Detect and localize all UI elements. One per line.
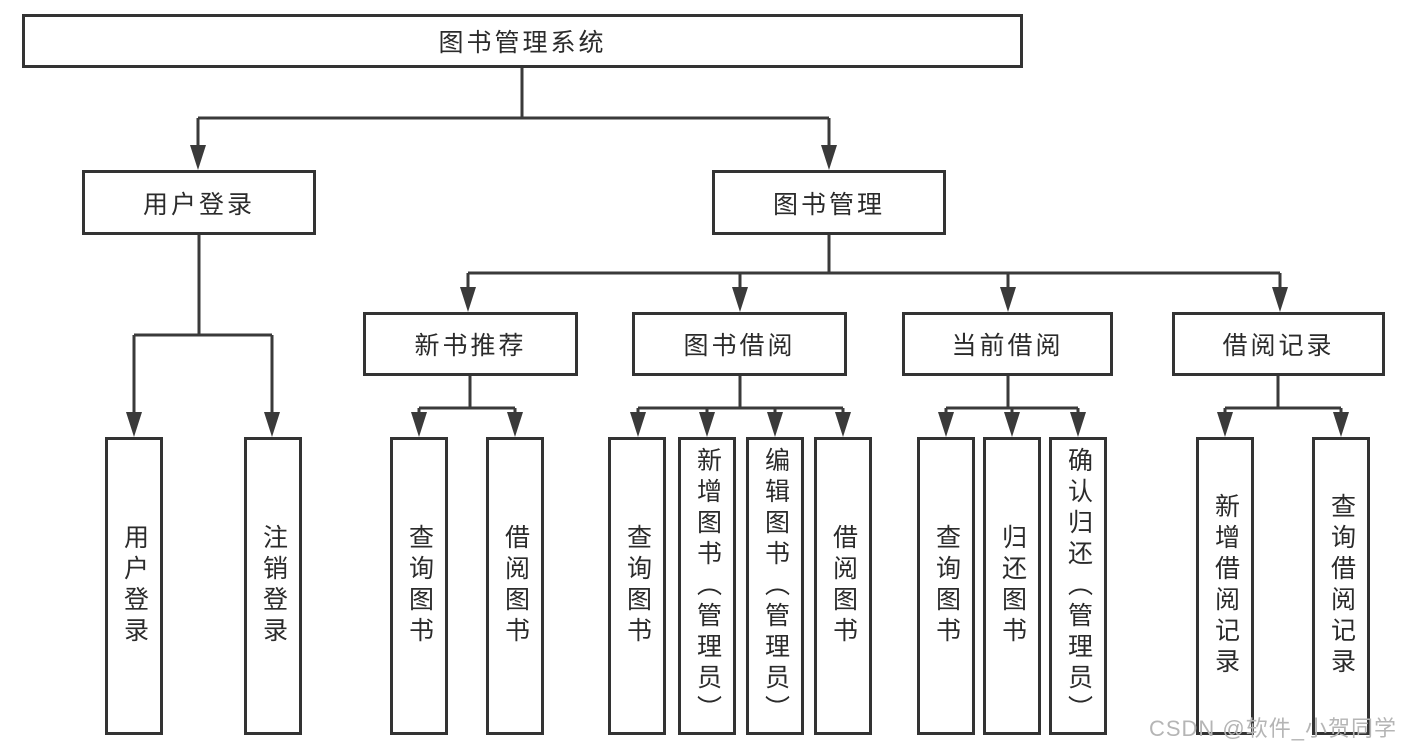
node-login-label: 用户登录 bbox=[120, 524, 149, 648]
node-new-book-recommend-label: 新书推荐 bbox=[414, 332, 527, 360]
node-borrow-add-book: 新增图书（管理员） bbox=[678, 437, 736, 735]
node-current-borrow-label: 当前借阅 bbox=[951, 332, 1064, 360]
node-new-book-recommend: 新书推荐 bbox=[363, 312, 578, 376]
node-book-mgmt-label: 图书管理 bbox=[772, 190, 885, 219]
node-borrow-query-book: 查询图书 bbox=[608, 437, 666, 735]
node-borrow-borrow-book: 借阅图书 bbox=[814, 437, 872, 735]
connector-recommend-branch bbox=[417, 376, 517, 414]
node-login: 用户登录 bbox=[105, 437, 163, 735]
watermark: CSDN @软件_小贺同学 bbox=[1148, 716, 1397, 741]
connector-root-branch bbox=[196, 68, 831, 146]
node-book-borrow-label: 图书借阅 bbox=[683, 332, 796, 360]
connector-mgmt-branch bbox=[466, 235, 1282, 288]
node-borrow-edit-book: 编辑图书（管理员） bbox=[746, 437, 804, 735]
node-records-add-record: 新增借阅记录 bbox=[1196, 437, 1254, 735]
node-borrow-records-label: 借阅记录 bbox=[1222, 332, 1335, 360]
node-book-mgmt: 图书管理 bbox=[712, 170, 946, 235]
node-user-login: 用户登录 bbox=[82, 170, 316, 235]
node-recommend-query-book: 查询图书 bbox=[390, 437, 448, 735]
node-current-borrow: 当前借阅 bbox=[902, 312, 1113, 376]
node-current-query-book-label: 查询图书 bbox=[932, 524, 961, 648]
node-current-confirm-return: 确认归还（管理员） bbox=[1049, 437, 1107, 735]
node-recommend-query-book-label: 查询图书 bbox=[405, 524, 434, 648]
connector-login-branch bbox=[132, 235, 274, 413]
node-root: 图书管理系统 bbox=[22, 14, 1023, 68]
node-root-label: 图书管理系统 bbox=[438, 29, 607, 57]
node-records-query-record-label: 查询借阅记录 bbox=[1327, 493, 1356, 679]
node-records-add-record-label: 新增借阅记录 bbox=[1211, 493, 1240, 679]
node-current-confirm-return-label: 确认归还（管理员） bbox=[1064, 446, 1093, 726]
node-recommend-borrow-book-label: 借阅图书 bbox=[501, 524, 530, 648]
node-user-login-label: 用户登录 bbox=[142, 190, 255, 219]
node-recommend-borrow-book: 借阅图书 bbox=[486, 437, 544, 735]
connector-stroke-group bbox=[132, 68, 1343, 414]
connector-borrow-branch bbox=[636, 376, 845, 414]
node-borrow-records: 借阅记录 bbox=[1172, 312, 1385, 376]
node-logout-label: 注销登录 bbox=[259, 524, 288, 648]
node-borrow-edit-book-label: 编辑图书（管理员） bbox=[761, 446, 790, 726]
node-current-query-book: 查询图书 bbox=[917, 437, 975, 735]
node-records-query-record: 查询借阅记录 bbox=[1312, 437, 1370, 735]
connector-records-branch bbox=[1223, 376, 1343, 414]
node-current-return-book: 归还图书 bbox=[983, 437, 1041, 735]
node-book-borrow: 图书借阅 bbox=[632, 312, 847, 376]
node-borrow-query-book-label: 查询图书 bbox=[623, 524, 652, 648]
arrowhead-icons bbox=[126, 145, 1349, 437]
node-borrow-add-book-label: 新增图书（管理员） bbox=[693, 446, 722, 726]
connector-current-branch bbox=[944, 376, 1080, 414]
node-borrow-borrow-book-label: 借阅图书 bbox=[829, 524, 858, 648]
arrowhead-group bbox=[126, 145, 1349, 437]
node-current-return-book-label: 归还图书 bbox=[998, 524, 1027, 648]
node-logout: 注销登录 bbox=[244, 437, 302, 735]
